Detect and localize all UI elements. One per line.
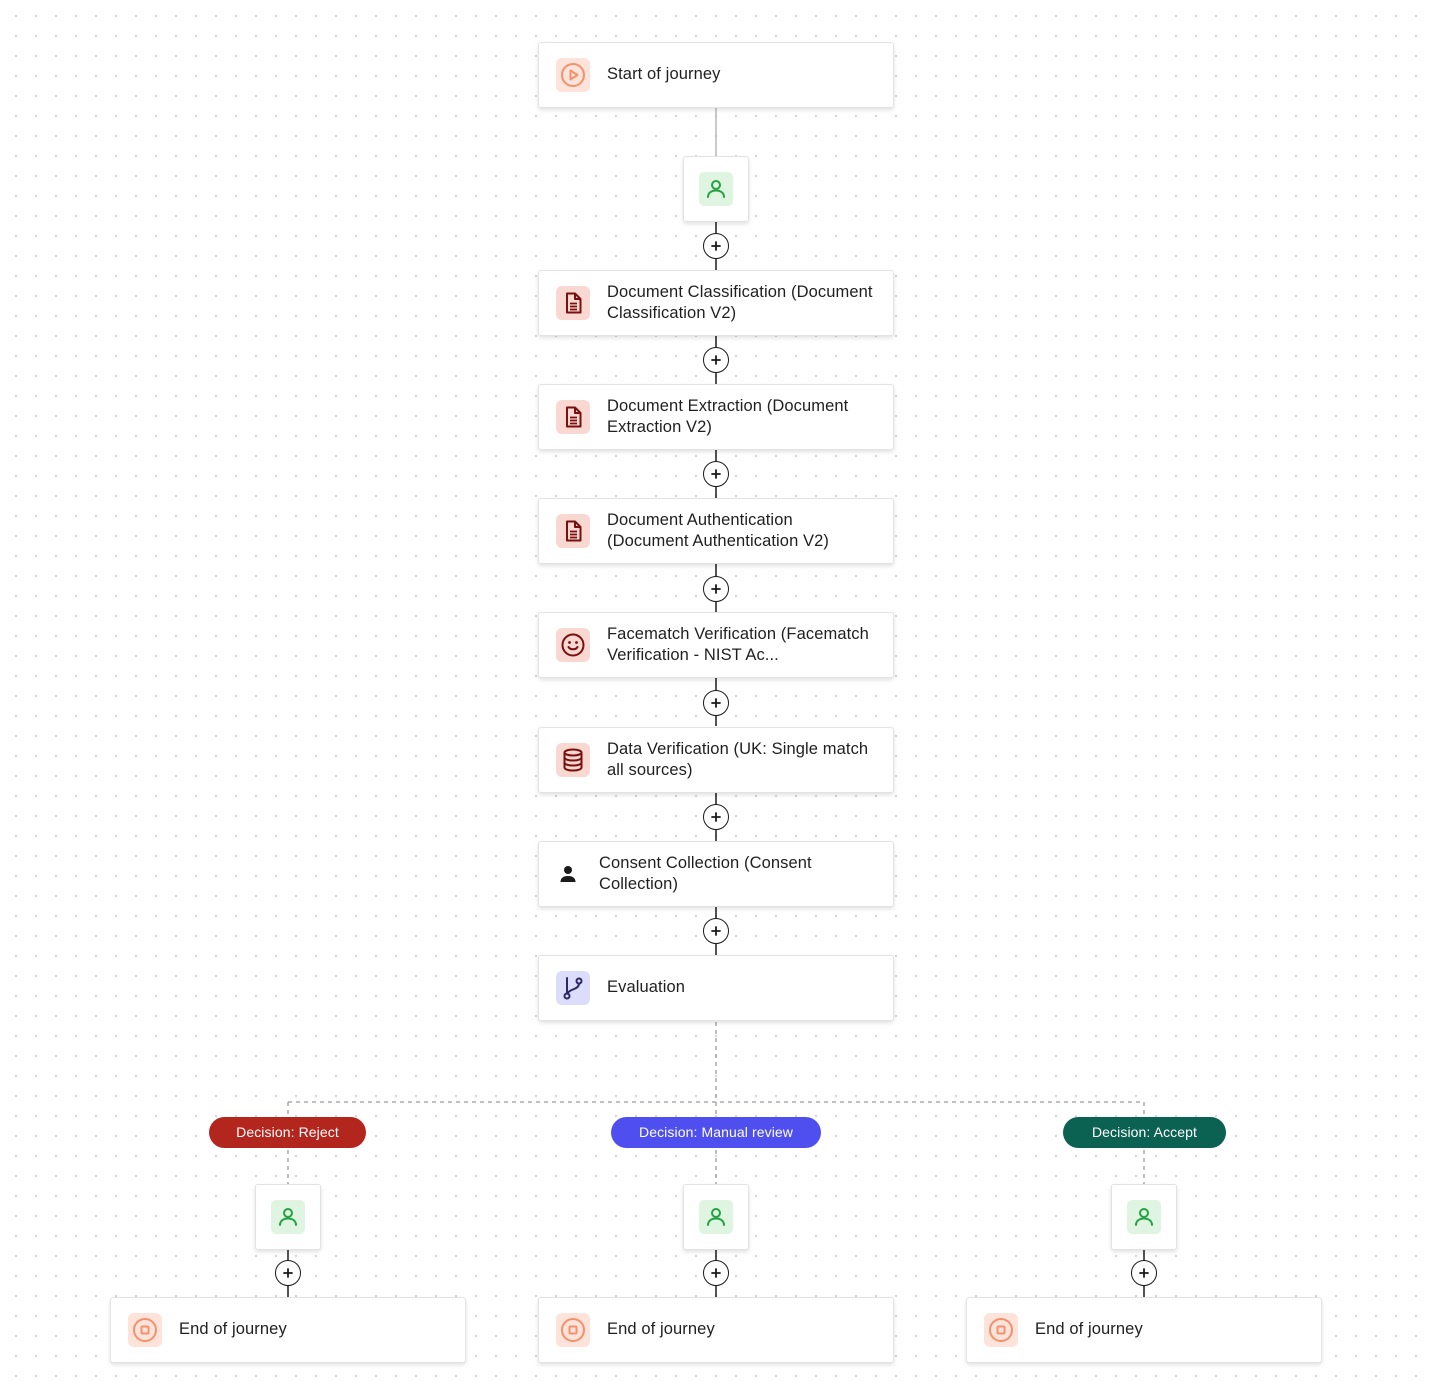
person-icon — [556, 857, 580, 891]
step-label: Document Classification (Document Classi… — [607, 282, 873, 323]
step-consent-collection[interactable]: Consent Collection (Consent Collection) — [538, 841, 894, 907]
document-icon — [556, 514, 590, 548]
step-document-authentication[interactable]: Document Authentication (Document Authen… — [538, 498, 894, 564]
database-icon — [556, 743, 590, 777]
play-circle-icon — [556, 58, 590, 92]
user-icon — [699, 172, 733, 206]
step-document-classification[interactable]: Document Classification (Document Classi… — [538, 270, 894, 336]
step-evaluation[interactable]: Evaluation — [538, 955, 894, 1021]
end-label: End of journey — [607, 1320, 715, 1339]
add-step-button[interactable] — [703, 918, 729, 944]
user-icon — [699, 1200, 733, 1234]
start-label: Start of journey — [607, 65, 721, 84]
user-step-node[interactable] — [683, 156, 749, 222]
step-data-verification[interactable]: Data Verification (UK: Single match all … — [538, 727, 894, 793]
start-of-journey-node[interactable]: Start of journey — [538, 42, 894, 108]
step-label: Facematch Verification (Facematch Verifi… — [607, 624, 869, 665]
user-icon — [1127, 1200, 1161, 1234]
step-document-extraction[interactable]: Document Extraction (Document Extraction… — [538, 384, 894, 450]
step-label: Evaluation — [607, 978, 686, 997]
plus-icon — [711, 812, 721, 822]
add-step-button[interactable] — [1131, 1260, 1157, 1286]
step-facematch-verification[interactable]: Facematch Verification (Facematch Verifi… — [538, 612, 894, 678]
document-icon — [556, 400, 590, 434]
step-label: Document Authentication (Document Authen… — [607, 510, 830, 551]
branch-icon — [556, 971, 590, 1005]
user-icon — [271, 1200, 305, 1234]
plus-icon — [711, 698, 721, 708]
add-step-button[interactable] — [703, 1260, 729, 1286]
add-step-button[interactable] — [275, 1260, 301, 1286]
decision-manual-review-badge[interactable]: Decision: Manual review — [611, 1117, 821, 1148]
add-step-button[interactable] — [703, 233, 729, 259]
stop-circle-icon — [556, 1313, 590, 1347]
plus-icon — [711, 355, 721, 365]
plus-icon — [711, 1268, 721, 1278]
document-icon — [556, 286, 590, 320]
decision-reject-badge[interactable]: Decision: Reject — [209, 1117, 366, 1148]
decision-accept-badge[interactable]: Decision: Accept — [1063, 1117, 1226, 1148]
add-step-button[interactable] — [703, 690, 729, 716]
step-label: Document Extraction (Document Extraction… — [607, 396, 849, 437]
end-of-journey-node[interactable]: End of journey — [966, 1297, 1322, 1363]
step-label: Consent Collection (Consent Collection) — [599, 853, 812, 894]
plus-icon — [711, 584, 721, 594]
add-step-button[interactable] — [703, 576, 729, 602]
end-of-journey-node[interactable]: End of journey — [538, 1297, 894, 1363]
stop-circle-icon — [128, 1313, 162, 1347]
stop-circle-icon — [984, 1313, 1018, 1347]
add-step-button[interactable] — [703, 804, 729, 830]
plus-icon — [711, 469, 721, 479]
add-step-button[interactable] — [703, 347, 729, 373]
add-step-button[interactable] — [703, 461, 729, 487]
smiley-face-icon — [556, 628, 590, 662]
plus-icon — [711, 926, 721, 936]
user-step-node[interactable] — [683, 1184, 749, 1250]
end-label: End of journey — [1035, 1320, 1143, 1339]
end-of-journey-node[interactable]: End of journey — [110, 1297, 466, 1363]
plus-icon — [283, 1268, 293, 1278]
end-label: End of journey — [179, 1320, 287, 1339]
plus-icon — [1139, 1268, 1149, 1278]
user-step-node[interactable] — [255, 1184, 321, 1250]
step-label: Data Verification (UK: Single match all … — [607, 739, 869, 780]
user-step-node[interactable] — [1111, 1184, 1177, 1250]
plus-icon — [711, 241, 721, 251]
